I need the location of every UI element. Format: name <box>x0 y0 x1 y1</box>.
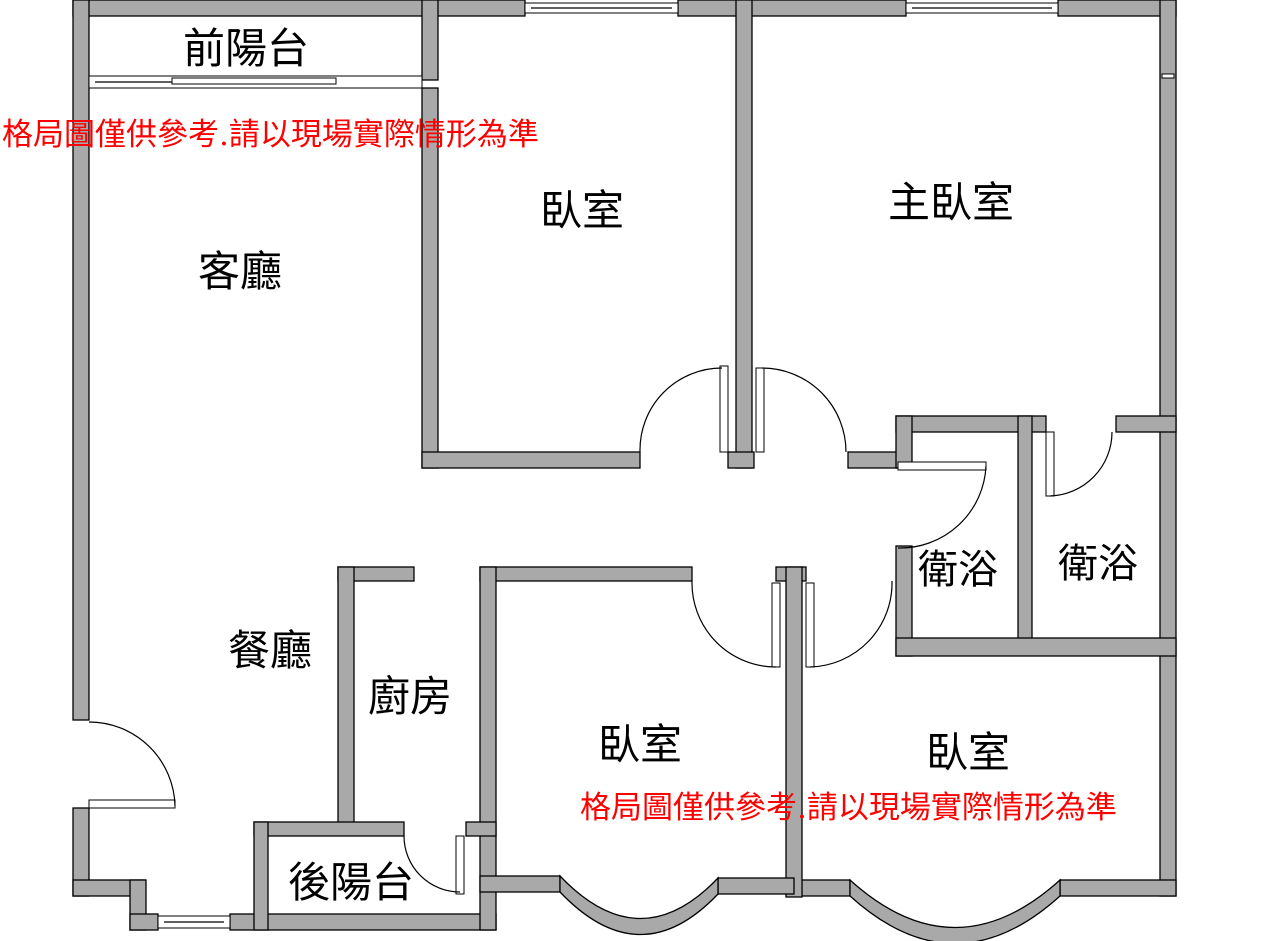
wall-back-balcony-top-right <box>465 821 497 837</box>
wall-bedroom3-bottom-right <box>717 877 795 895</box>
wall-bedroom-divider <box>735 0 753 469</box>
wall-bottom-jog-c <box>129 913 159 931</box>
label-back-balcony: 後陽台 <box>288 858 415 907</box>
wall-bath-top-right <box>1115 415 1177 433</box>
label-dining-room: 餐廳 <box>228 626 313 675</box>
wall-right-lower <box>1159 419 1177 897</box>
wall-bath-bottom <box>895 637 1177 657</box>
label-bedroom-top: 臥室 <box>540 186 625 235</box>
bay-window-bedroom3 <box>559 874 719 936</box>
wall-bottom-back <box>229 913 497 931</box>
wall-top-left <box>72 0 526 17</box>
bay-windows <box>559 874 1061 941</box>
interior-walls <box>253 0 1177 931</box>
window-right-mark <box>1161 73 1175 79</box>
label-bedroom-bottom-right: 臥室 <box>926 728 1011 777</box>
door-master <box>755 367 765 453</box>
label-master-bedroom: 主臥室 <box>888 178 1015 227</box>
door-back-balcony <box>455 835 465 895</box>
door-bedroom4 <box>805 582 815 668</box>
doors <box>88 365 1113 895</box>
wall-top-mid <box>677 0 907 17</box>
bay-window-bedroom4 <box>849 878 1061 941</box>
wall-bedroom3-bottom-left <box>479 875 561 893</box>
wall-left-upper <box>72 0 90 721</box>
wall-bedroom3-top <box>479 566 693 582</box>
windows <box>88 2 1175 929</box>
outer-walls <box>72 0 1177 931</box>
wall-divider-foot <box>727 451 755 469</box>
disclaimer-top: 格局圖僅供參考.請以現場實際情形為準 <box>2 117 539 153</box>
wall-top-right <box>1057 0 1177 17</box>
wall-bottom-right <box>1059 879 1177 897</box>
door-bath-right <box>1045 431 1055 497</box>
disclaimer-bottom: 格局圖僅供參考.請以現場實際情形為準 <box>580 790 1117 826</box>
wall-bedroom3-left <box>479 566 497 931</box>
wall-bath-left-upper <box>895 415 913 469</box>
wall-balcony-side <box>421 0 439 81</box>
door-bedroom3 <box>771 582 781 668</box>
label-bathroom-left: 衛浴 <box>918 547 998 593</box>
door-bath-left <box>897 461 987 471</box>
wall-back-balcony-left <box>253 821 269 931</box>
label-bathroom-right: 衛浴 <box>1058 541 1138 587</box>
wall-bedroom1-bottom <box>421 451 641 469</box>
wall-right-upper <box>1159 0 1177 421</box>
wall-back-balcony-top <box>253 821 405 837</box>
wall-bedroom34-divider <box>785 566 803 898</box>
label-bedroom-bottom-left: 臥室 <box>598 720 683 769</box>
label-kitchen: 廚房 <box>368 672 453 721</box>
wall-master-bottom <box>847 451 899 469</box>
wall-bath-divider <box>1017 415 1033 643</box>
label-living-room: 客廳 <box>198 247 283 296</box>
wall-kitchen-left <box>337 566 355 828</box>
label-front-balcony: 前陽台 <box>183 24 310 73</box>
door-bedroom1 <box>719 365 729 453</box>
door-entrance <box>88 799 176 809</box>
